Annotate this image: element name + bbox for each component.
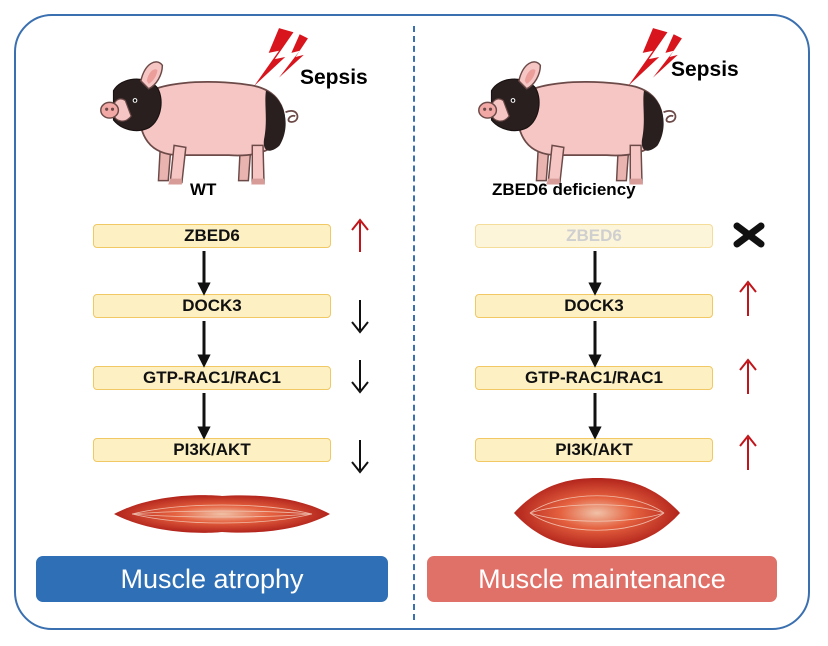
up-arrow-icon bbox=[739, 358, 757, 394]
left-pi3k-akt-box: PI3K/AKT bbox=[93, 438, 331, 462]
right-dock3-box: DOCK3 bbox=[475, 294, 713, 318]
atrophied-muscle-illustration bbox=[114, 495, 330, 533]
up-arrow-icon bbox=[351, 218, 369, 252]
left-zbed6-box: ZBED6 bbox=[93, 224, 331, 248]
left-sepsis-label: Sepsis bbox=[300, 66, 368, 89]
up-arrow-icon bbox=[739, 280, 757, 316]
wt-label: WT bbox=[190, 180, 217, 199]
down-arrow-icon bbox=[351, 440, 369, 474]
muscle-maintenance-banner: Muscle maintenance bbox=[427, 556, 777, 602]
left-gtp-rac1-box: GTP-RAC1/RAC1 bbox=[93, 366, 331, 390]
muscle-atrophy-banner: Muscle atrophy bbox=[36, 556, 388, 602]
maintained-muscle-illustration bbox=[514, 478, 680, 548]
right-sepsis-label: Sepsis bbox=[671, 58, 739, 81]
cross-icon bbox=[733, 222, 765, 248]
down-arrow-icon bbox=[351, 300, 369, 334]
panel-divider bbox=[413, 26, 415, 620]
right-zbed6-box: ZBED6 bbox=[475, 224, 713, 248]
left-dock3-box: DOCK3 bbox=[93, 294, 331, 318]
up-arrow-icon bbox=[739, 434, 757, 470]
outer-frame bbox=[14, 14, 810, 630]
down-arrow-icon bbox=[351, 360, 369, 394]
right-gtp-rac1-box: GTP-RAC1/RAC1 bbox=[475, 366, 713, 390]
zbed6-deficiency-label: ZBED6 deficiency bbox=[492, 180, 636, 199]
